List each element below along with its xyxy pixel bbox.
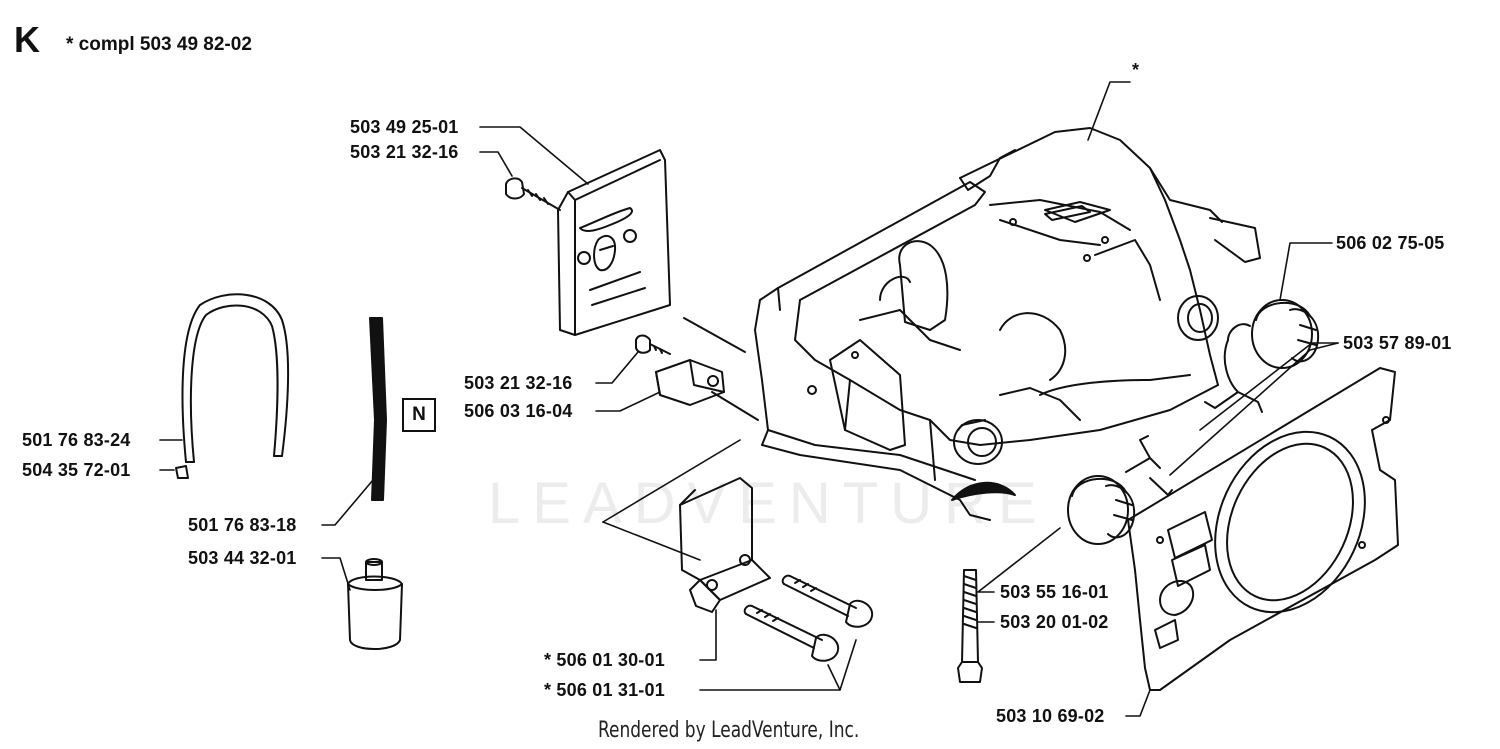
part-label-503-20-01-02[interactable]: 503 20 01-02 (1000, 612, 1109, 632)
section-letter: K (14, 19, 40, 60)
part-label-503-10-69-02[interactable]: 503 10 69-02 (996, 706, 1105, 726)
chain-housing-drawing (754, 127, 1261, 521)
adjuster-block-drawing (655, 359, 725, 406)
assembly-title: * compl 503 49 82-02 (66, 34, 252, 55)
side-plate-drawing (1127, 367, 1399, 691)
hose-straight-drawing (369, 317, 387, 501)
screw-middle-drawing (635, 334, 671, 355)
damper-lower-drawing (1067, 435, 1173, 545)
damper-upper-drawing (1204, 299, 1320, 413)
part-label-503-21-32-16-top[interactable]: 503 21 32-16 (350, 142, 459, 162)
bushing-right (1177, 295, 1219, 341)
note-n-box: N (402, 398, 436, 432)
bar-bracket-drawing (679, 477, 771, 613)
part-label-503-49-25-01[interactable]: 503 49 25-01 (350, 117, 459, 137)
footer-credit: Rendered by LeadVenture, Inc. (598, 718, 860, 743)
part-label-504-35-72-01[interactable]: 504 35 72-01 (22, 460, 131, 480)
part-label-506-01-31-01[interactable]: * 506 01 31-01 (544, 680, 665, 700)
screw-top-drawing (505, 177, 561, 211)
part-label-501-76-83-18[interactable]: 501 76 83-18 (188, 515, 297, 535)
long-screw-drawing (957, 569, 983, 683)
part-label-503-57-89-01[interactable]: 503 57 89-01 (1343, 333, 1452, 353)
leader-lines (159, 81, 1339, 717)
part-label-506-01-30-01[interactable]: * 506 01 30-01 (544, 650, 665, 670)
part-label-503-21-32-16-mid[interactable]: 503 21 32-16 (464, 373, 573, 393)
oil-hose-loop-drawing (181, 293, 290, 463)
part-label-501-76-83-24[interactable]: 501 76 83-24 (22, 430, 131, 450)
part-label-503-55-16-01[interactable]: 503 55 16-01 (1000, 582, 1109, 602)
bushing-left (953, 419, 1003, 465)
watermark-text: LEADVENTURE (488, 471, 1049, 536)
oil-filter-drawing (347, 558, 403, 650)
part-label-503-44-32-01[interactable]: 503 44 32-01 (188, 548, 297, 568)
bolt-short-drawing (743, 604, 840, 662)
housing-asterisk: * (1132, 60, 1140, 80)
part-label-506-02-75-05[interactable]: 506 02 75-05 (1336, 233, 1445, 253)
part-label-506-03-16-04[interactable]: 506 03 16-04 (464, 401, 573, 421)
bolt-long-drawing (781, 574, 874, 628)
chain-guide-plate-drawing (557, 149, 671, 336)
hose-clip-drawing (175, 465, 189, 479)
